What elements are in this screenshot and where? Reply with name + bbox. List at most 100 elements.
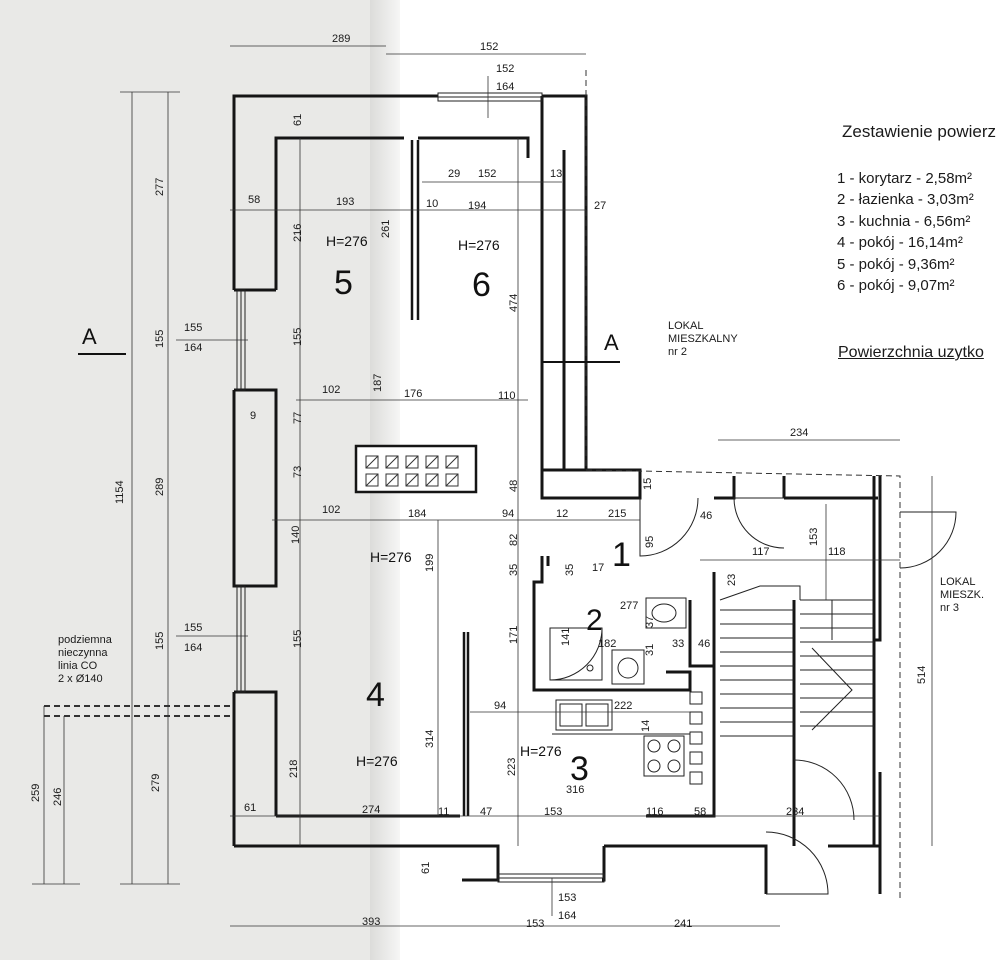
dim-label: 155 (292, 629, 304, 648)
dim-label: 73 (292, 465, 304, 478)
dim-label: 10 (426, 198, 439, 210)
dim-label: 153 (558, 892, 577, 904)
dim-label: 194 (468, 200, 487, 212)
staircase (719, 585, 874, 737)
dim-label: 155 (154, 329, 166, 348)
dim-label: 474 (508, 293, 520, 312)
chimney-flues (365, 455, 459, 487)
dim-label: 153 (808, 527, 820, 546)
dim-label: 35 (508, 563, 520, 576)
dim-label: 102 (322, 384, 341, 396)
lokal-2-label: LOKAL MIESZKALNY nr 2 (668, 320, 738, 359)
dim-label: 102 (322, 504, 341, 516)
dim-label: 37 (644, 615, 656, 628)
dim-label: 140 (290, 525, 302, 544)
lokal-3-label: LOKAL MIESZK. nr 3 (940, 576, 984, 615)
dim-label: 274 (362, 804, 381, 816)
dim-label: 152 (480, 41, 499, 53)
dim-label: 261 (380, 219, 392, 238)
dim-label: 155 (184, 622, 203, 634)
room-height-6: H=276 (458, 237, 500, 253)
dim-label: 152 (496, 63, 515, 75)
section-markers (78, 353, 620, 363)
dim-label: 153 (544, 806, 563, 818)
dimension-lines (32, 45, 933, 927)
dim-label: 164 (184, 642, 203, 654)
dim-label: 110 (498, 390, 516, 402)
dim-label: 47 (480, 806, 493, 818)
dim-label: 187 (372, 373, 384, 392)
room-height-5: H=276 (326, 233, 368, 249)
dim-label: 155 (184, 322, 203, 334)
dim-label: 171 (508, 625, 520, 644)
dim-label: 279 (150, 773, 162, 792)
dim-label: 23 (726, 573, 738, 586)
room-number-2: 2 (586, 604, 603, 637)
dim-label: 46 (698, 638, 711, 650)
section-label-right: A (604, 330, 619, 355)
dim-label: 289 (332, 33, 351, 45)
room-number-5: 5 (334, 264, 353, 302)
legend-item: 2 - łazienka - 3,03m² (837, 191, 974, 209)
lokal-2-line-1: LOKAL (668, 320, 704, 332)
dim-label: 116 (646, 806, 664, 818)
dim-label: 316 (566, 784, 585, 796)
pipe-note-line-1: podziemna (58, 634, 112, 646)
dim-label: 117 (752, 546, 770, 558)
dim-label: 58 (694, 806, 707, 818)
legend-footer: Powierzchnia uzytko (838, 344, 984, 361)
lokal-2-line-3: nr 2 (668, 346, 687, 358)
lokal-3-line-1: LOKAL (940, 576, 976, 588)
pipe-note-line-2: nieczynna (58, 647, 108, 659)
dim-label: 176 (404, 388, 423, 400)
dim-label: 14 (640, 719, 652, 732)
dim-label: 199 (424, 553, 436, 572)
dim-label: 35 (564, 563, 576, 576)
room-number-3: 3 (570, 750, 589, 788)
room-height-3: H=276 (520, 743, 562, 759)
dim-label: 164 (496, 81, 515, 93)
legend-list: 1 - korytarz - 2,58m² 2 - łazienka - 3,0… (837, 168, 974, 296)
boundary-lines (44, 70, 901, 900)
section-label-left: A (82, 324, 97, 349)
dim-label: 82 (508, 533, 520, 546)
dim-label: 94 (502, 508, 515, 520)
dim-label: 241 (674, 918, 693, 930)
dim-label: 95 (644, 535, 656, 548)
dim-label: 46 (700, 510, 713, 522)
dim-label: 77 (292, 411, 304, 424)
dim-label: 234 (786, 806, 805, 818)
dim-label: 155 (154, 631, 166, 650)
dim-label: 94 (494, 700, 507, 712)
room-height-4: H=276 (356, 753, 398, 769)
legend-item: 1 - korytarz - 2,58m² (837, 170, 973, 187)
fixtures (549, 597, 703, 785)
dim-label: 182 (598, 638, 617, 650)
dim-label: 27 (594, 200, 607, 212)
dim-label: 155 (292, 327, 304, 346)
dim-label: 153 (526, 918, 545, 930)
dim-label: 141 (560, 627, 572, 646)
room-number-4: 4 (366, 676, 385, 714)
dim-label: 223 (506, 757, 518, 776)
dim-label: 289 (154, 477, 166, 496)
dim-label: 13 (550, 168, 563, 180)
dim-label: 164 (558, 910, 577, 922)
dim-label: 218 (288, 759, 300, 778)
dim-label: 314 (424, 729, 436, 748)
dim-label: 15 (642, 477, 654, 490)
lokal-3-line-2: MIESZK. (940, 589, 985, 601)
dim-label: 164 (184, 342, 203, 354)
lokal-3-line-3: nr 3 (940, 602, 959, 614)
dim-label: 152 (478, 168, 497, 180)
room-number-1: 1 (612, 536, 631, 574)
doors (639, 497, 957, 895)
pipe-note: podziemna nieczynna linia CO 2 x Ø140 (58, 634, 112, 686)
dim-label: 1154 (114, 480, 126, 504)
lokal-2-line-2: MIESZKALNY (668, 333, 738, 345)
dim-label: 246 (52, 787, 64, 806)
room-number-6: 6 (472, 266, 491, 304)
dim-label: 277 (620, 600, 639, 612)
room-height-1: H=276 (370, 549, 412, 565)
